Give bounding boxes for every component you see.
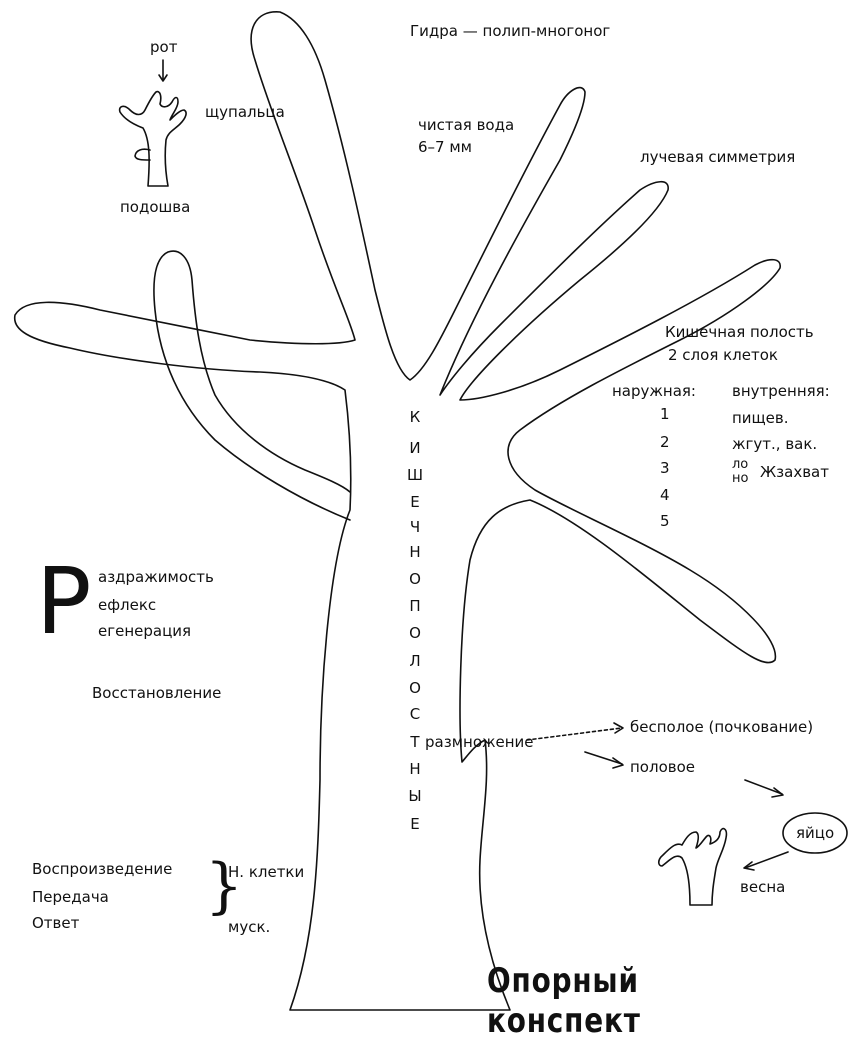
- outer-number-5: 5: [660, 512, 670, 530]
- outer-number-1: 1: [660, 405, 670, 423]
- inner-capture: Жзахват: [760, 463, 829, 481]
- tentacles-label: щупальца: [205, 103, 285, 121]
- vertical-letter: Т: [405, 733, 425, 751]
- vertical-letter: Ы: [405, 787, 425, 805]
- outer-layer-header: наружная:: [612, 382, 696, 400]
- arrow-egg-to-spring: [745, 852, 788, 868]
- reflex-label: ефлекс: [98, 596, 156, 614]
- vertical-letter: Е: [405, 815, 425, 833]
- inner-no: но: [732, 470, 748, 488]
- restoration-label: Восстановление: [92, 684, 221, 702]
- vertical-letter: Ч: [405, 518, 425, 536]
- reflex-item-reproduce: Воспроизведение: [32, 860, 172, 878]
- vertical-letter: Н: [405, 543, 425, 561]
- vertical-letter: И: [405, 439, 425, 457]
- vertical-letter: Л: [405, 652, 425, 670]
- reproduction-label: размножение: [425, 733, 534, 751]
- sole-label: подошва: [120, 198, 190, 216]
- vertical-letter: О: [405, 570, 425, 588]
- small-hydra-outline: [120, 92, 186, 186]
- habitat-water: чистая вода: [418, 116, 514, 134]
- young-hydra-outline: [659, 829, 727, 905]
- vertical-letter: К: [405, 408, 425, 426]
- arrow-to-egg: [745, 780, 782, 794]
- vertical-letter: П: [405, 597, 425, 615]
- vertical-letter: О: [405, 679, 425, 697]
- outer-number-2: 2: [660, 433, 670, 451]
- muscle-cells-label: муск.: [228, 918, 270, 936]
- reflex-item-response: Ответ: [32, 914, 79, 932]
- symmetry-label: лучевая симметрия: [640, 148, 795, 166]
- vertical-letter: Е: [405, 493, 425, 511]
- outer-number-3: 3: [660, 459, 670, 477]
- mouth-label: рот: [150, 38, 177, 56]
- vertical-letter: С: [405, 705, 425, 723]
- big-letter-p: Р: [36, 556, 91, 648]
- page-title: Гидра — полип-многоног: [410, 22, 610, 40]
- asexual-label: бесполое (почкование): [630, 718, 813, 736]
- sexual-label: половое: [630, 758, 695, 776]
- inner-digestive: пищев.: [732, 409, 789, 427]
- cavity-title: Кишечная полость: [665, 323, 814, 341]
- vertical-letter: Ш: [405, 466, 425, 484]
- cavity-layers: 2 слоя клеток: [668, 346, 778, 364]
- inner-layer-header: внутренняя:: [732, 382, 830, 400]
- vertical-letter: Н: [405, 760, 425, 778]
- nerve-cells-label: Н. клетки: [228, 863, 304, 881]
- small-hydra-bud: [135, 149, 150, 160]
- spring-label: весна: [740, 878, 785, 896]
- vertical-letter: О: [405, 624, 425, 642]
- inner-flagellar: жгут., вак.: [732, 435, 817, 453]
- habitat-size: 6–7 мм: [418, 138, 472, 156]
- reflex-item-transmit: Передача: [32, 888, 109, 906]
- irritability-label: аздражимость: [98, 568, 214, 586]
- regeneration-label: егенерация: [98, 622, 191, 640]
- egg-label: яйцо: [796, 824, 834, 842]
- looping-tentacle: [154, 251, 350, 520]
- arrow-sexual: [585, 752, 622, 764]
- outer-number-4: 4: [660, 486, 670, 504]
- footer-title: Опорный конспект: [487, 961, 790, 1041]
- arrow-asexual: [527, 728, 622, 740]
